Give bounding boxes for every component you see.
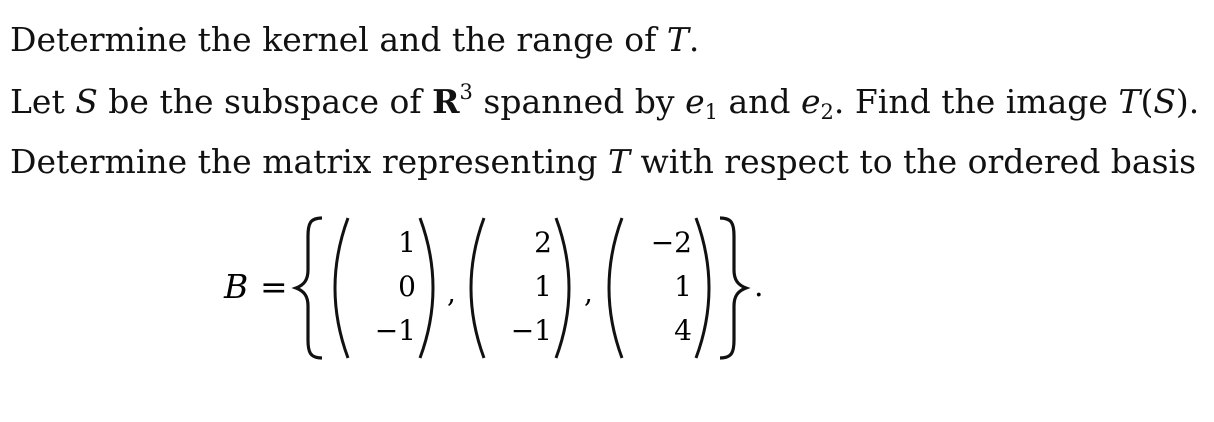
T-symbol: T <box>666 20 689 59</box>
vector-entry: 4 <box>674 314 692 347</box>
right-paren <box>694 217 711 359</box>
right-curly-brace <box>719 216 751 360</box>
reals-exponent: 3 <box>459 80 473 104</box>
reals-symbol: R <box>432 82 460 121</box>
vector-entry: 2 <box>534 226 552 259</box>
comma: , <box>447 276 456 309</box>
vector-entry: 1 <box>674 270 692 303</box>
basis-equation: B = 1 0 −1 , 2 1 −1 , −2 1 4 . <box>223 216 764 360</box>
vector-entry: 1 <box>398 226 416 259</box>
basis-vector-3: −2 1 4 <box>607 217 711 359</box>
right-paren <box>554 217 571 359</box>
left-paren <box>469 217 486 359</box>
T-image-symbol: T <box>1118 82 1141 121</box>
basis-vector-1: 1 0 −1 <box>333 217 435 359</box>
vector-entry: 0 <box>398 270 416 303</box>
vector-entry: 1 <box>534 270 552 303</box>
basis-label: B <box>223 267 248 306</box>
vector-entry: −2 <box>651 226 692 259</box>
right-paren <box>418 217 435 359</box>
T-symbol-2: T <box>608 142 631 181</box>
subspace-image-question: Let S be the subspace of R3 spanned by e… <box>10 80 1200 124</box>
vector-entry: −1 <box>511 314 552 347</box>
left-paren <box>333 217 350 359</box>
S-symbol: S <box>75 82 98 121</box>
left-paren <box>607 217 624 359</box>
period: . <box>754 269 764 304</box>
equals-sign: = <box>260 267 288 306</box>
e2-symbol: e <box>801 82 821 121</box>
kernel-range-question: Determine the kernel and the range of T. <box>10 20 700 59</box>
left-curly-brace <box>291 216 323 360</box>
e1-symbol: e <box>685 82 705 121</box>
basis-vector-2: 2 1 −1 <box>469 217 571 359</box>
comma: , <box>584 276 593 309</box>
vector-entry: −1 <box>375 314 416 347</box>
matrix-basis-question: Determine the matrix representing T with… <box>10 142 1197 181</box>
